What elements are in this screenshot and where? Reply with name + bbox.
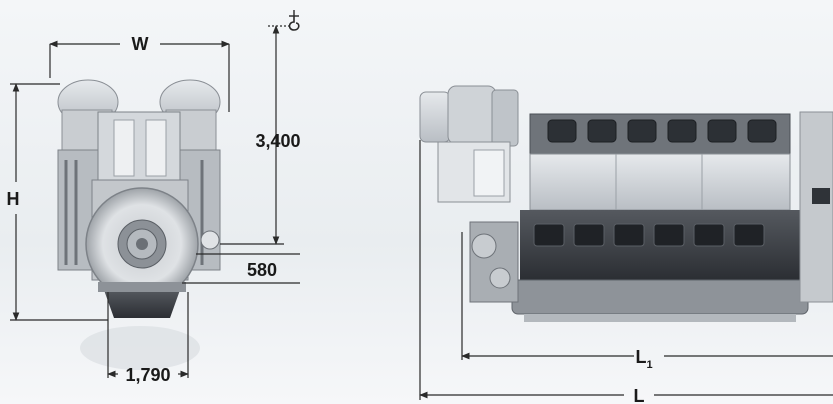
- inner-length-label: L1: [635, 347, 652, 371]
- lift-height-label: 3,400: [255, 131, 300, 151]
- crane-hook-icon: [288, 10, 300, 31]
- total-length-label: L: [634, 386, 645, 404]
- dimension-lines-front: [10, 25, 300, 378]
- side-offset-label: 580: [247, 260, 277, 280]
- engine-front-view: [57, 79, 221, 370]
- dimension-lines-side: [419, 140, 833, 400]
- base-width-label: 1,790: [125, 365, 170, 385]
- width-label: W: [132, 34, 149, 54]
- height-label: H: [7, 189, 20, 209]
- engine-side-view: [419, 85, 833, 322]
